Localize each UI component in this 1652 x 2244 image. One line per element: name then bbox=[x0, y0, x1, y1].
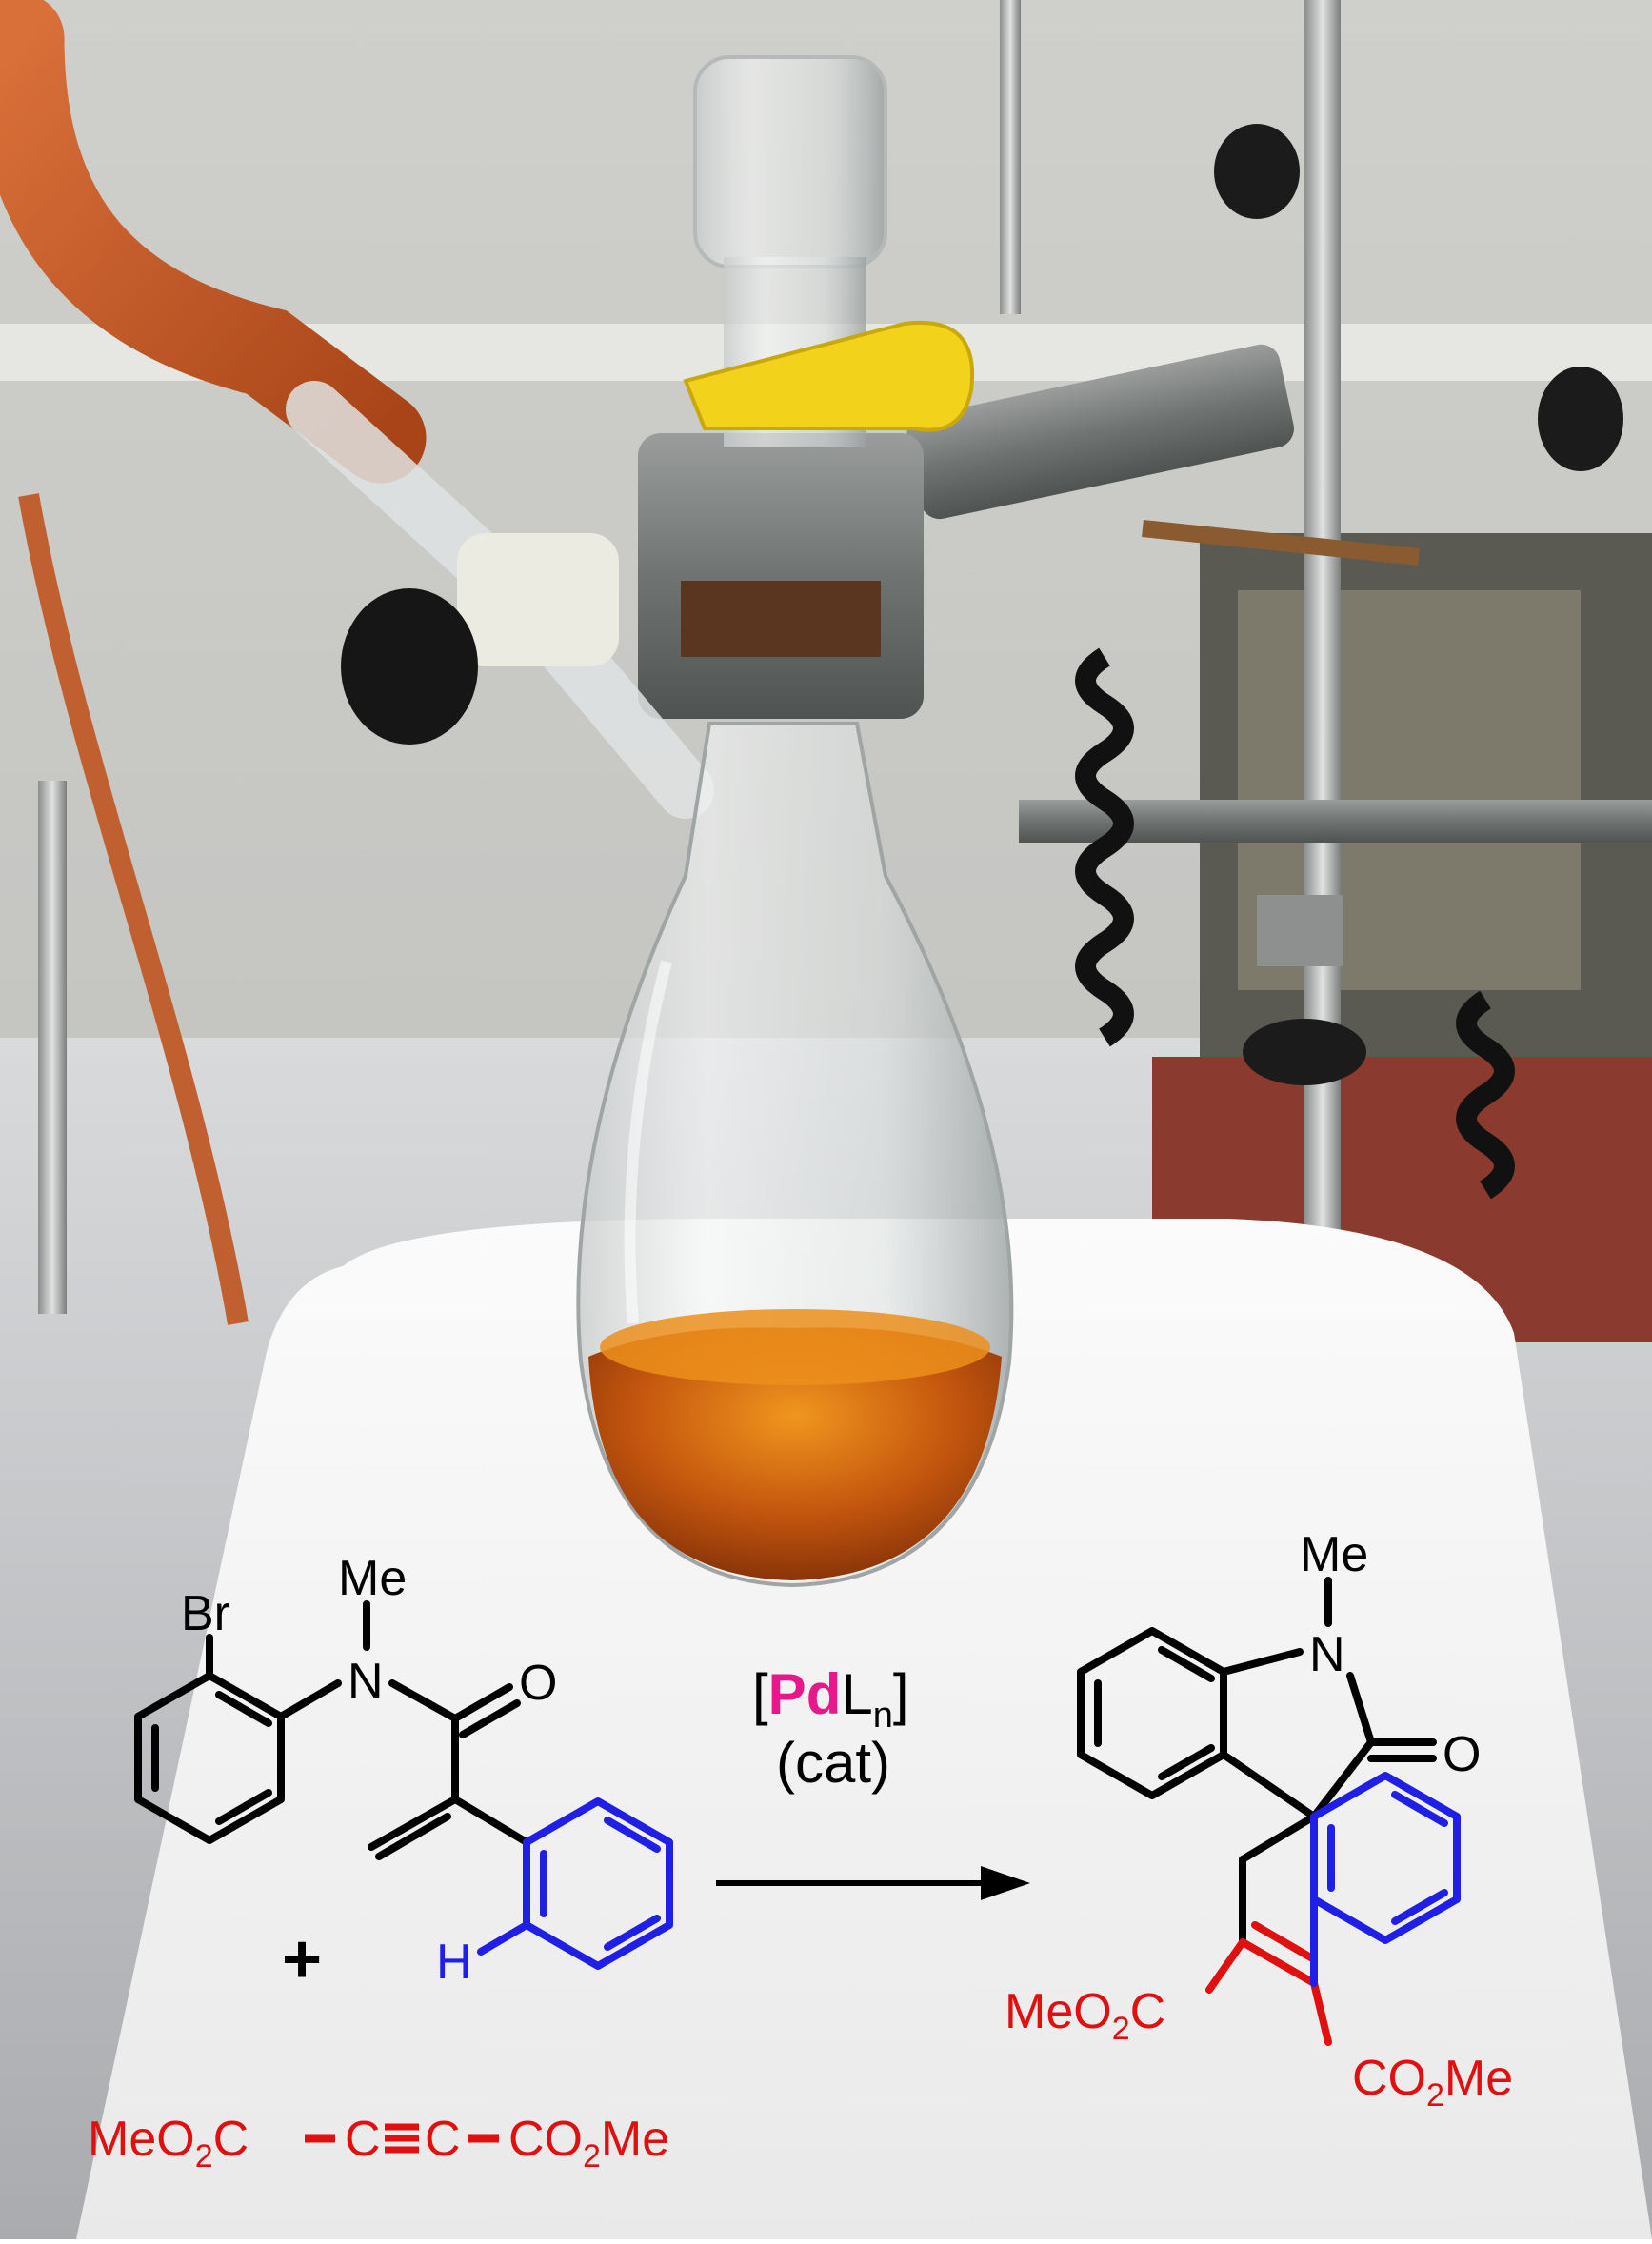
catalyst-label: [PdLn] (cat) bbox=[752, 1662, 909, 1795]
product-methyl-label: Me bbox=[1300, 1527, 1368, 1582]
stopcock-knob bbox=[341, 588, 478, 745]
coiled-cable bbox=[1075, 647, 1515, 1200]
carbonyl-bond-2 bbox=[459, 1699, 521, 1738]
aryl-n-bond bbox=[277, 1679, 342, 1720]
catalyst-note: (cat) bbox=[776, 1731, 890, 1795]
hydrogen-label: H bbox=[436, 1935, 472, 1990]
reactant-phenyl-blue bbox=[477, 1797, 673, 1970]
stand-rod-secondary bbox=[1000, 0, 1021, 314]
spiro-to-benzo bbox=[1220, 1751, 1318, 1820]
glass-stopper bbox=[693, 55, 887, 268]
product-ester-left: MeO2C bbox=[1005, 1984, 1165, 2047]
aryl-ring-double-2 bbox=[215, 1691, 272, 1727]
alpha-phenyl-bond bbox=[451, 1796, 530, 1846]
reaction-arrow bbox=[716, 1866, 1030, 1900]
alkyne-right-ester: CO2Me bbox=[508, 2112, 669, 2174]
product-blue-double-1 bbox=[1391, 1791, 1448, 1827]
stand-rod-main bbox=[1304, 0, 1341, 1352]
reactant-acrylamide bbox=[134, 1600, 530, 1860]
new-double-bond-2 bbox=[1251, 1921, 1318, 1963]
blue-phenyl-double-1 bbox=[604, 1817, 661, 1853]
stopcock-body bbox=[457, 533, 619, 666]
product-phenyl-blue bbox=[1310, 1772, 1461, 1987]
product-new-ring-red bbox=[1205, 1921, 1332, 2046]
reactant-oxygen-label: O bbox=[519, 1656, 557, 1711]
product-ester-right: CO2Me bbox=[1352, 2051, 1513, 2114]
liquid-surface bbox=[600, 1309, 990, 1385]
product-blue-double-2 bbox=[1391, 1889, 1448, 1925]
hot-plate bbox=[76, 1219, 1652, 2239]
aryl-n-bond-product bbox=[1220, 1648, 1304, 1676]
clamp-arm bbox=[906, 344, 1294, 520]
new-double-bond-1 bbox=[1239, 1938, 1318, 1987]
stand-rod-left bbox=[38, 781, 67, 1314]
clamp-screw bbox=[1142, 520, 1420, 566]
carbonyl-bond-1 bbox=[451, 1683, 513, 1722]
product-oxygen-label: O bbox=[1443, 1727, 1481, 1782]
methylene-bond-2 bbox=[375, 1813, 451, 1860]
catalyst-formula: [PdLn] bbox=[752, 1662, 909, 1736]
rubber-tubing bbox=[0, 0, 427, 484]
ester-left-bond bbox=[1205, 1938, 1246, 1994]
reactant-methyl-label: Me bbox=[338, 1551, 407, 1606]
triple-bond bbox=[385, 2123, 419, 2154]
ester-right-bond bbox=[1310, 1979, 1332, 2046]
alkyne-carbon-2: C bbox=[425, 2112, 461, 2167]
clamp-jaw-window bbox=[681, 581, 881, 657]
bromine-label: Br bbox=[181, 1586, 230, 1641]
c-h-bond bbox=[477, 1921, 530, 1956]
product-spirooxindole bbox=[1077, 1577, 1437, 1946]
spiro-to-carbonyl bbox=[1310, 1738, 1375, 1820]
product-nitrogen-label: N bbox=[1309, 1627, 1345, 1682]
knob-upper-right bbox=[1214, 124, 1300, 219]
methylene-bond-1 bbox=[368, 1796, 459, 1851]
alkyne-reagent: MeO2C C C CO2Me bbox=[88, 2112, 669, 2174]
alkyne-left-ester: MeO2C bbox=[88, 2112, 249, 2174]
clamp-jaw bbox=[638, 433, 924, 719]
yellow-keck-clip bbox=[683, 320, 975, 432]
knob-lower bbox=[1243, 1019, 1366, 1085]
knob-right bbox=[1538, 367, 1623, 471]
n-carbonyl-bond bbox=[388, 1679, 459, 1722]
reaction-mixture bbox=[588, 1327, 1002, 1580]
stand-clamp-lower bbox=[1257, 895, 1343, 966]
oxindole-double-2 bbox=[1158, 1646, 1215, 1682]
plus-sign: + bbox=[282, 1921, 322, 1997]
spiro-to-ch2 bbox=[1239, 1813, 1318, 1863]
reactant-nitrogen-label: N bbox=[348, 1654, 384, 1709]
oxindole-double-3 bbox=[1158, 1744, 1215, 1780]
rubber-tubing-thin bbox=[18, 493, 249, 1325]
alkyne-carbon-1: C bbox=[345, 2112, 381, 2167]
n-carbonyl-bond-product bbox=[1346, 1672, 1375, 1746]
flask-highlight bbox=[624, 960, 672, 1324]
reaction-scheme: Br Me N O H + MeO2C C C CO2Me [PdLn] (ca… bbox=[88, 1527, 1513, 2174]
aryl-ring-double-3 bbox=[215, 1789, 272, 1825]
blue-phenyl-double-2 bbox=[604, 1915, 661, 1951]
